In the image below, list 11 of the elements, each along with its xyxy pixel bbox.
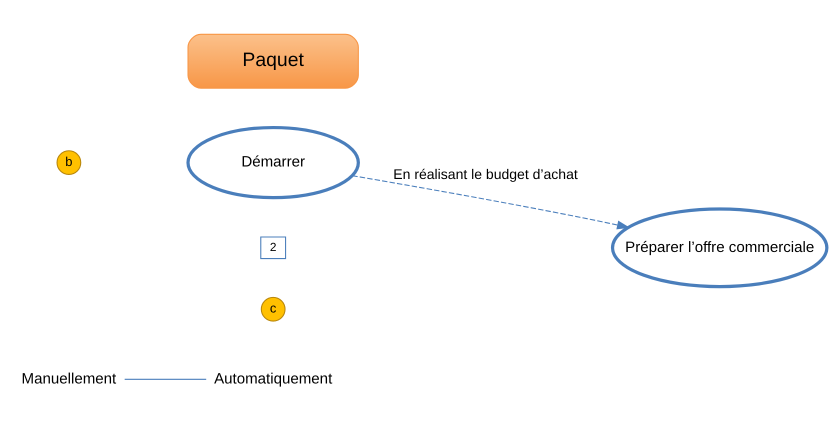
edge-label: En réalisant le budget d’achat	[393, 166, 578, 182]
connector	[124, 378, 206, 380]
node-circle: c	[260, 296, 286, 322]
node-text: Automatiquement	[214, 370, 332, 388]
node-circle: b	[56, 150, 82, 175]
arrow	[352, 175, 630, 230]
node-box: 2	[260, 236, 286, 260]
node-box: Paquet	[187, 34, 359, 89]
node-text: Manuellement	[22, 370, 116, 388]
node-ellipse: Préparer l’offre commerciale	[610, 207, 828, 288]
node-ellipse: Démarrer	[186, 126, 360, 200]
